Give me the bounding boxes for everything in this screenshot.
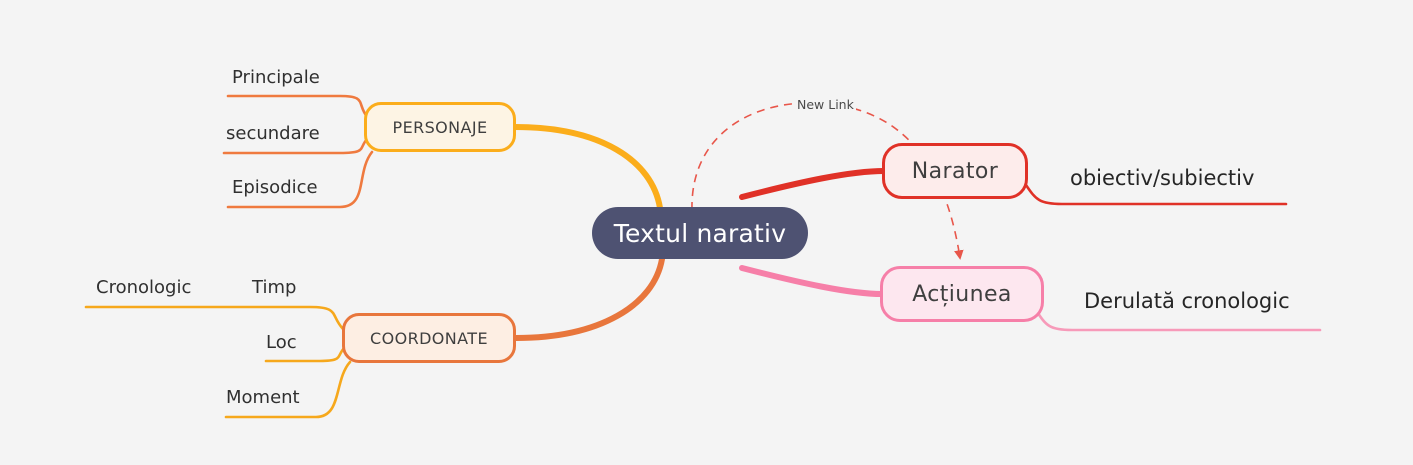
node-actiunea-label: Acțiunea [912, 281, 1012, 307]
node-central-label: Textul narativ [613, 218, 787, 248]
branch-curve-personaje [512, 124, 663, 211]
leaf-obiectiv-subiectiv[interactable]: obiectiv/subiectiv [1070, 166, 1255, 190]
connector-derulata-cronologic [1034, 308, 1322, 332]
node-narator[interactable]: Narator [882, 143, 1028, 199]
node-personaje-label: PERSONAJE [392, 117, 488, 137]
connector-principale [226, 94, 370, 120]
node-central[interactable]: Textul narativ [592, 207, 808, 259]
leaf-derulata-cronologic[interactable]: Derulată cronologic [1084, 289, 1290, 313]
node-coordonate[interactable]: COORDONATE [342, 313, 516, 363]
leaf-cronologic[interactable]: Cronologic [96, 277, 192, 298]
leaf-moment[interactable]: Moment [226, 387, 300, 408]
branch-curve-narator [739, 168, 887, 200]
leaf-episodice[interactable]: Episodice [232, 177, 318, 198]
node-narator-label: Narator [911, 158, 999, 184]
branch-curve-coordonate [513, 256, 665, 341]
node-coordonate-label: COORDONATE [370, 328, 488, 348]
node-actiunea[interactable]: Acțiunea [880, 266, 1044, 322]
connector-timp [84, 305, 345, 331]
leaf-timp[interactable]: Timp [252, 277, 297, 298]
leaf-secundare[interactable]: secundare [226, 123, 320, 144]
leaf-loc[interactable]: Loc [266, 332, 297, 353]
node-personaje[interactable]: PERSONAJE [364, 102, 516, 152]
branch-curve-actiunea [739, 265, 885, 297]
leaf-principale[interactable]: Principale [232, 67, 320, 88]
new-link-label[interactable]: New Link [795, 97, 856, 112]
